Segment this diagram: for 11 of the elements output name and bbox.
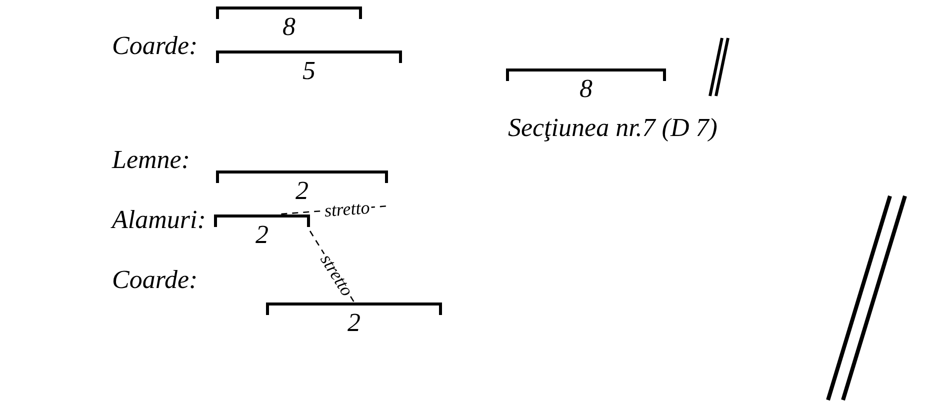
section-heading: Secţiunea nr.7 (D 7): [508, 112, 718, 144]
span-number: 2: [296, 176, 308, 206]
span-number: 5: [302, 56, 316, 86]
span-number: 8: [580, 74, 592, 104]
instrument-label: Coarde:: [112, 264, 198, 296]
span-number: 8: [282, 12, 296, 42]
instrument-label: Alamuri:: [112, 204, 206, 236]
instrument-label: Lemne:: [112, 144, 190, 176]
span-number: 2: [348, 308, 360, 338]
span-number: 2: [256, 220, 268, 250]
instrument-label: Coarde:: [112, 30, 198, 62]
